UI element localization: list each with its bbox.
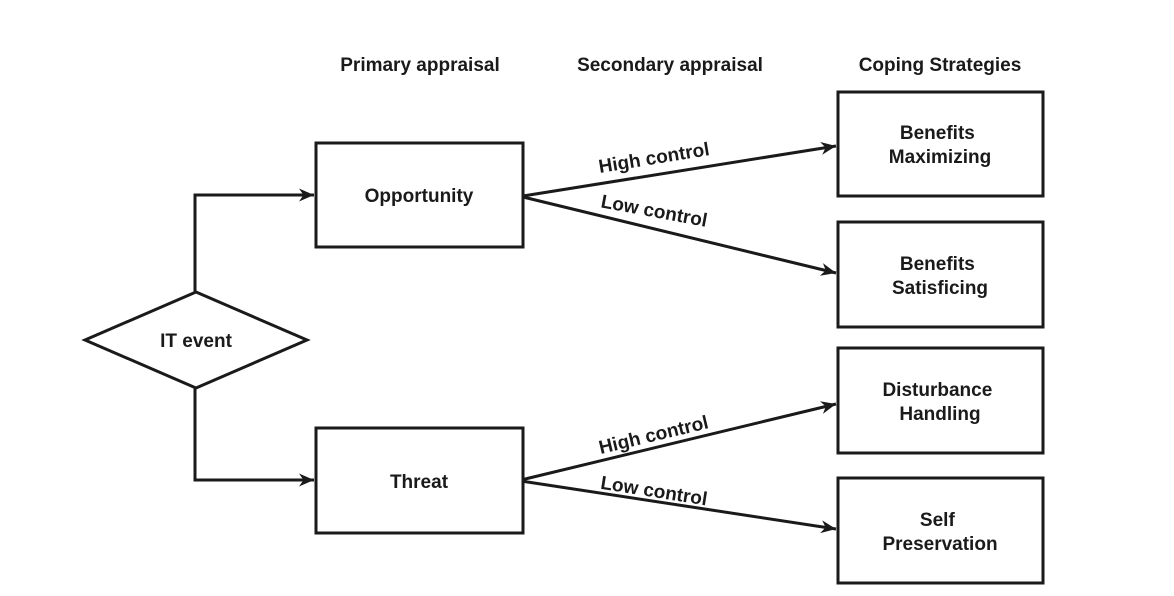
header-secondary-appraisal: Secondary appraisal (577, 55, 763, 76)
edge-opportunity-low-control (522, 195, 837, 276)
node-threat: Threat (314, 426, 525, 535)
it-event-label: IT event (160, 331, 232, 352)
edge-event-to-opportunity (193, 188, 314, 292)
threat-label: Threat (390, 472, 449, 493)
benefits-satisficing-label: Benefits Satisficing (892, 254, 988, 299)
edge-event-to-threat (193, 388, 314, 487)
label-threat-high-control: High control (597, 412, 711, 459)
self-preservation-box (836, 476, 1045, 585)
connectors (193, 141, 837, 534)
label-opportunity-high-control: High control (597, 139, 711, 178)
benefits-satisficing-box (836, 220, 1045, 329)
edge-opportunity-high-control (522, 141, 837, 198)
edge-threat-high-control (520, 401, 837, 482)
it-event-diamond (81, 290, 311, 390)
node-it-event: IT event (81, 290, 311, 390)
benefits-maximizing-label: Benefits Maximizing (889, 123, 991, 168)
column-headers: Primary appraisal Secondary appraisal Co… (340, 55, 1021, 76)
label-threat-low-control: Low control (599, 473, 709, 511)
self-preservation-label: Self Preservation (882, 510, 997, 555)
node-self-preservation: Self Preservation (836, 476, 1045, 585)
node-benefits-maximizing: Benefits Maximizing (836, 90, 1045, 198)
edge-threat-low-control (520, 479, 837, 534)
disturbance-handling-box (836, 346, 1045, 455)
node-opportunity: Opportunity (314, 141, 525, 249)
threat-box (314, 426, 525, 535)
benefits-maximizing-box (836, 90, 1045, 198)
node-disturbance-handling: Disturbance Handling (836, 346, 1045, 455)
node-benefits-satisficing: Benefits Satisficing (836, 220, 1045, 329)
disturbance-handling-label: Disturbance Handling (882, 380, 997, 425)
header-primary-appraisal: Primary appraisal (340, 55, 499, 76)
opportunity-label: Opportunity (365, 186, 474, 207)
header-coping-strategies: Coping Strategies (859, 55, 1022, 76)
edge-labels: High control Low control High control Lo… (597, 139, 711, 510)
label-opportunity-low-control: Low control (599, 191, 709, 231)
opportunity-box (314, 141, 525, 249)
